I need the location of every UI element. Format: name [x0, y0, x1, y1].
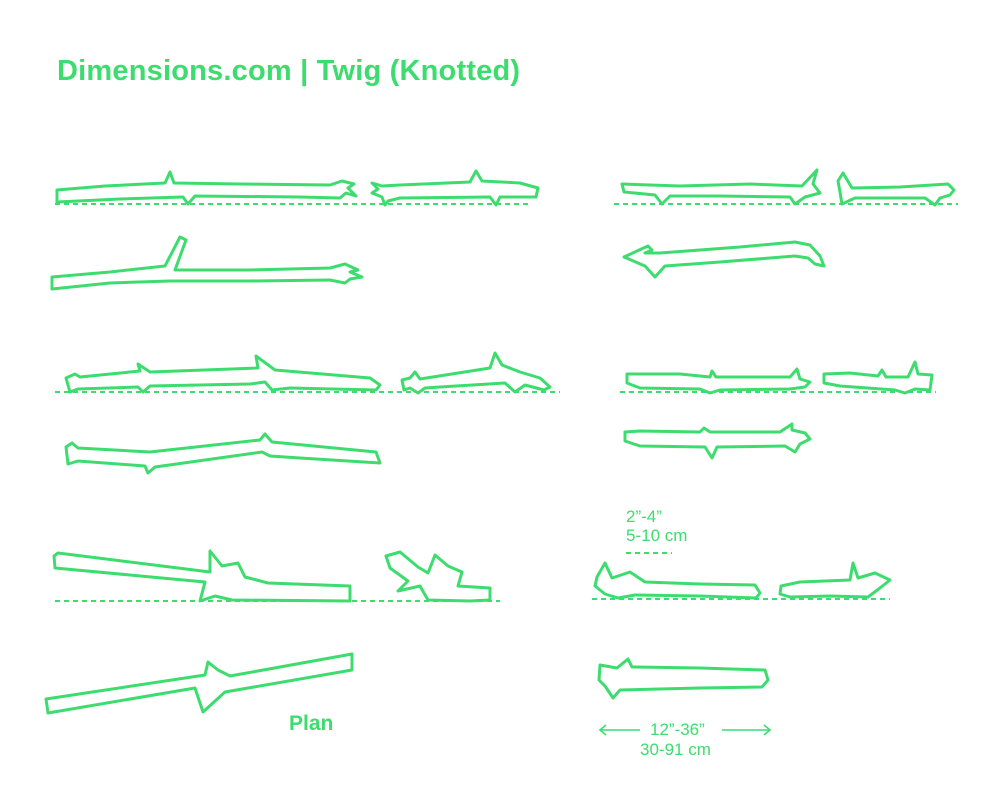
length-label-imperial: 12”-36”: [650, 720, 705, 739]
twig-plan: [50, 235, 364, 291]
arrow-left-icon: [598, 724, 607, 736]
twig-long-side: [55, 170, 358, 206]
twig-2-plan: [64, 432, 382, 475]
plan-label: Plan: [289, 712, 334, 735]
twig-short-side: [370, 169, 540, 207]
twig-plan: [64, 432, 382, 475]
twig-short-side: [778, 561, 892, 599]
twig-short-side: [400, 351, 552, 395]
twig-short-side: [836, 171, 956, 207]
twig-6-plan: [597, 657, 770, 700]
twig-6-elevation: [592, 561, 892, 600]
length-dimension: [598, 724, 772, 736]
twig-5-elevation: [620, 360, 936, 395]
diameter-label-metric: 5-10 cm: [626, 526, 688, 545]
length-label-metric: 30-91 cm: [640, 740, 711, 759]
twig-4-plan: [622, 240, 826, 279]
twig-plan: [597, 657, 770, 700]
twig-plan: [623, 422, 812, 460]
twig-3-elevation: [52, 549, 500, 603]
twig-5-plan: [623, 422, 812, 460]
diameter-label-imperial: 2”-4”: [626, 507, 662, 526]
twig-long-side: [625, 367, 812, 395]
page-title: Dimensions.com | Twig (Knotted): [57, 55, 521, 87]
twig-1-plan: [50, 235, 364, 291]
twig-plan: [622, 240, 826, 279]
twig-long-side: [620, 168, 822, 206]
twig-4-elevation: [614, 168, 958, 207]
twig-short-side: [384, 550, 492, 603]
twig-plan: [44, 652, 354, 715]
twig-long-side: [52, 549, 352, 603]
twig-short-side: [822, 360, 934, 395]
twig-2-elevation: [55, 351, 560, 395]
twig-3-plan: [44, 652, 354, 715]
arrow-right-icon: [763, 724, 772, 736]
twig-long-side: [64, 354, 382, 394]
twig-long-side: [593, 561, 762, 600]
twig-1-elevation: [55, 169, 540, 207]
